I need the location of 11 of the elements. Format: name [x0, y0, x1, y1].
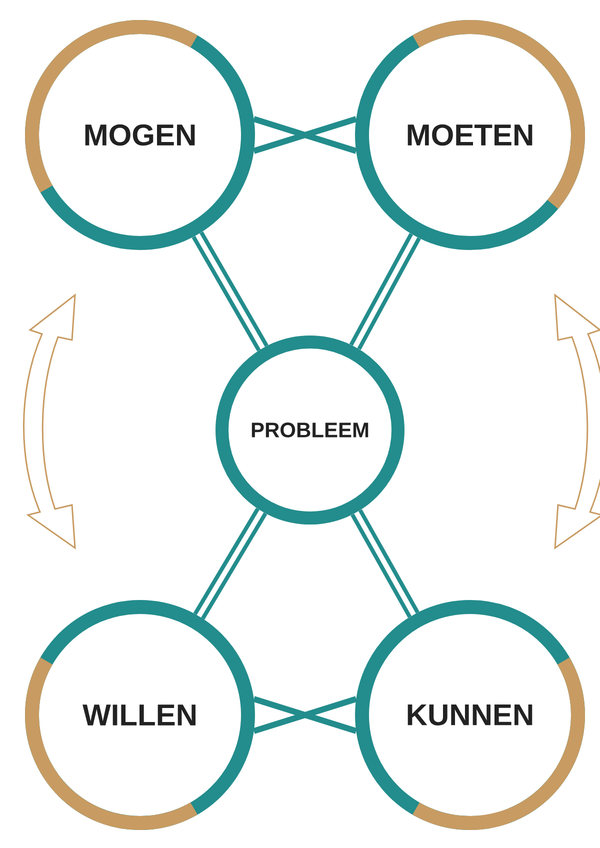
circle-node: WILLEN [25, 600, 255, 830]
double-line-connector [193, 508, 268, 620]
double-line-connector [349, 232, 421, 350]
double-line-connector [192, 231, 268, 352]
circle-node: KUNNEN [355, 600, 585, 830]
circle-node: MOETEN [355, 20, 585, 250]
crossed-connector [250, 116, 360, 154]
double-line-connector [350, 509, 420, 618]
crossed-connector [250, 696, 360, 734]
circle-node: PROBLEEM [216, 336, 404, 524]
circle-node: MOGEN [25, 20, 255, 250]
